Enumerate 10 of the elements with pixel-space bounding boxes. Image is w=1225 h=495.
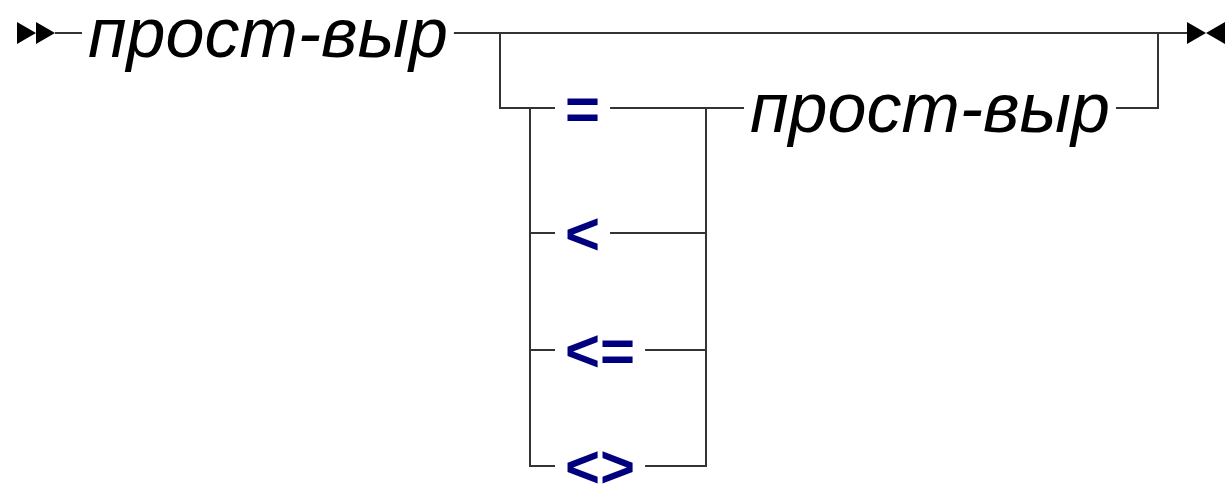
operator-keyword: <= bbox=[555, 327, 646, 373]
operator-keyword: <> bbox=[555, 443, 646, 489]
connector-line bbox=[1115, 32, 1188, 109]
operator-keyword: = bbox=[555, 85, 611, 131]
end-marker-icon bbox=[1187, 22, 1225, 44]
connector-line bbox=[54, 32, 83, 34]
connector-line bbox=[644, 107, 745, 467]
start-marker-icon bbox=[17, 22, 55, 44]
operator-keyword: < bbox=[555, 210, 611, 256]
connector-line bbox=[453, 32, 556, 467]
